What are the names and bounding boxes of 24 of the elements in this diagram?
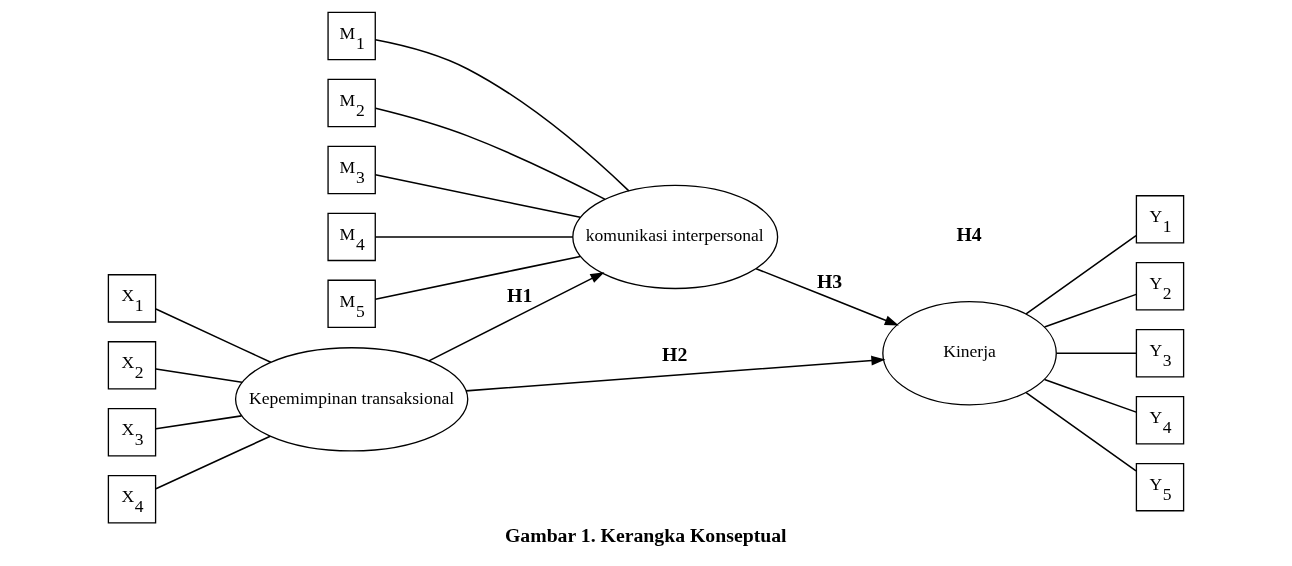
connector <box>155 415 243 430</box>
connector <box>1025 234 1137 315</box>
edge-label: H2 <box>662 343 688 366</box>
connector <box>374 107 606 200</box>
node-ellipse: komunikasi interpersonal <box>572 184 779 290</box>
label: H4 <box>956 222 982 245</box>
connector <box>155 368 243 384</box>
connector <box>1043 378 1137 413</box>
connector <box>155 435 272 490</box>
node-ellipse: Kepemimpinan transaksional <box>234 347 469 452</box>
connector <box>155 308 272 364</box>
edge-label: H1 <box>507 284 533 307</box>
connector <box>374 38 630 192</box>
edge-label: H3 <box>816 269 843 292</box>
caption: Gambar 1. Kerangka Konseptual <box>504 523 787 546</box>
connector <box>374 255 581 300</box>
connector <box>1055 352 1137 354</box>
connector <box>1043 293 1137 328</box>
connector <box>374 236 574 238</box>
arrow <box>465 355 886 392</box>
connector <box>374 173 581 219</box>
connector <box>1025 391 1137 472</box>
arrow <box>755 267 899 326</box>
arrow <box>428 272 605 362</box>
